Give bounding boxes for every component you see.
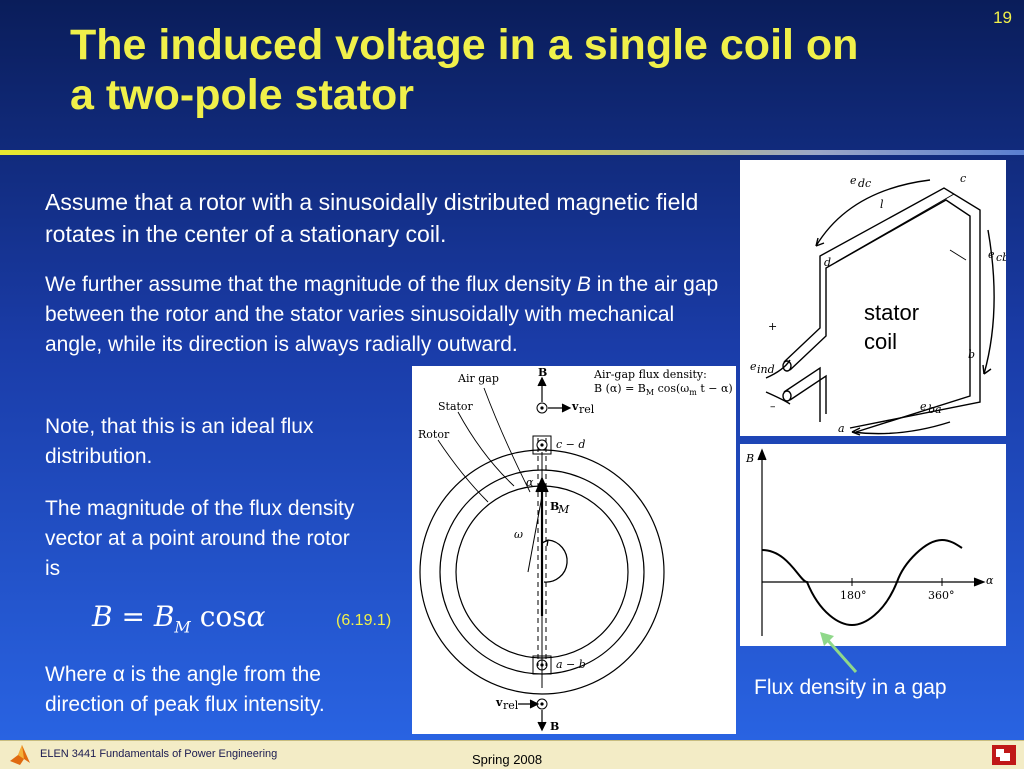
graph-ylabel: B — [745, 452, 754, 465]
graph-caption: Flux density in a gap — [754, 676, 947, 699]
coil-label-d: d — [824, 256, 831, 269]
paragraph-ideal-note: Note, that this is an ideal flux distrib… — [45, 415, 314, 468]
equation-flux: B = BM cosα — [92, 600, 266, 637]
gap-label-b-top: B — [538, 366, 547, 379]
gap-label-alpha: α — [526, 476, 534, 489]
gap-label-vrel-bot: v — [495, 696, 503, 709]
gap-label-omega: ω — [514, 528, 523, 541]
footer-course: ELEN 3441 Fundamentals of Power Engineer… — [40, 748, 278, 760]
p2-text-b: in the air gap between the rotor and the… — [45, 273, 719, 356]
flux-density-curve — [761, 538, 963, 627]
gap-label-vrel-top: v — [571, 400, 579, 413]
paragraph-magnitude: The magnitude of the flux density vector… — [45, 497, 355, 580]
gap-flux-formula-m: M — [646, 388, 654, 397]
slide-number: 19 — [993, 8, 1012, 27]
coil-label-l: l — [880, 198, 884, 211]
graph-xlabel: α — [986, 574, 994, 587]
eq-b: B — [92, 600, 113, 633]
p5-text-a: Where — [45, 663, 113, 686]
gap-label-rotor: Rotor — [418, 428, 450, 441]
gap-flux-formula-b: cos(ω — [654, 382, 689, 395]
p5-alpha: α — [112, 663, 125, 686]
eq-alpha: α — [246, 600, 266, 633]
coil-label-c: c — [960, 172, 966, 185]
coil-label-eba-sub: ba — [928, 403, 942, 416]
equation-number: (6.19.1) — [336, 612, 392, 629]
gap-label-vrel-top-sub: rel — [579, 403, 595, 416]
p2-text-a: We further assume that the magnitude of … — [45, 273, 577, 296]
stator-word: stator — [864, 300, 920, 325]
paragraph-rotor-assumption: Assume that a rotor with a sinusoidally … — [45, 189, 699, 247]
university-logo-icon — [992, 745, 1016, 765]
gap-label-b-bot: B — [550, 720, 559, 733]
title-underline — [0, 150, 1024, 155]
footer-bar: ELEN 3441 Fundamentals of Power Engineer… — [0, 740, 1024, 769]
gap-label-airgap: Air gap — [457, 372, 499, 385]
gap-label-bm: B — [550, 500, 559, 513]
caption-arrow-icon — [820, 632, 858, 673]
coil-label-a: a — [838, 422, 845, 435]
eq-m-sub: M — [174, 617, 191, 637]
gap-flux-formula-c: t − α) — [697, 382, 733, 395]
stator-coil-label: stator coil — [864, 298, 919, 356]
coil-label-minus: – — [770, 400, 776, 413]
air-gap-figure: Air gap Stator Rotor B v rel Air-gap flu… — [412, 366, 736, 734]
matlab-logo-icon — [10, 745, 30, 765]
graph-tick-180: 180° — [840, 589, 867, 602]
coil-figure: e dc c l d e cb + e ind – b e ba a — [740, 160, 1006, 436]
gap-label-ab: a − b — [556, 658, 586, 671]
coil-label-plus: + — [768, 320, 777, 333]
coil-label-edc: e — [850, 174, 857, 187]
gap-flux-formula: B (α) = BM cos(ωm t − α) — [594, 382, 733, 397]
gap-flux-title: Air-gap flux density: — [593, 368, 707, 381]
coil-label-ecb-sub: cb — [996, 251, 1006, 264]
gap-flux-formula-m2: m — [689, 388, 697, 397]
flux-density-graph: B α 180° 360° — [740, 444, 1006, 646]
coil-label-eba: e — [920, 400, 927, 413]
paragraph-flux-assumption: We further assume that the magnitude of … — [45, 270, 725, 360]
footer-term: Spring 2008 — [472, 752, 543, 767]
gap-label-vrel-bot-sub: rel — [503, 699, 519, 712]
coil-label-b: b — [968, 348, 975, 361]
slide-title: The induced voltage in a single coil on … — [70, 21, 859, 119]
coil-word: coil — [864, 329, 898, 354]
paragraph-alpha-definition: Where α is the angle from the direction … — [45, 660, 405, 720]
gap-label-bm-sub: M — [557, 503, 570, 516]
p2-var-b: B — [576, 273, 591, 296]
coil-label-edc-sub: dc — [858, 177, 871, 190]
gap-label-cd: c − d — [556, 438, 585, 451]
coil-label-eind: e — [750, 360, 757, 373]
p5-text-b: is the angle from the direction of peak … — [45, 663, 325, 716]
gap-flux-formula-a: B (α) = B — [594, 382, 646, 395]
eq-bm: B — [153, 600, 175, 633]
graph-tick-360: 360° — [928, 589, 955, 602]
gap-label-stator: Stator — [438, 400, 474, 413]
eq-cos: cos — [190, 600, 247, 633]
coil-label-eind-sub: ind — [757, 363, 775, 376]
eq-equals: = — [112, 600, 154, 633]
coil-label-ecb: e — [988, 248, 995, 261]
